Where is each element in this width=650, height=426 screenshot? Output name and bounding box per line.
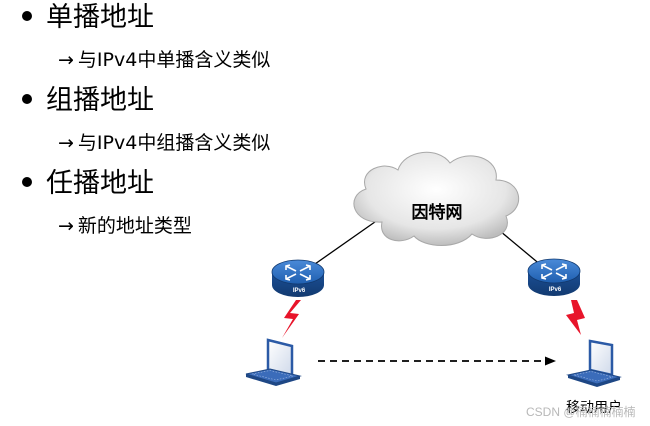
bullet-title: 单播地址 — [46, 2, 154, 33]
movement-arrowhead-icon — [545, 356, 556, 366]
arrow-icon: → — [58, 215, 74, 237]
bullet-title: 组播地址 — [46, 85, 154, 116]
bullet-multicast: 组播地址 — [22, 85, 154, 117]
laptop-left-icon — [245, 338, 302, 386]
wireless-link-right-icon — [566, 300, 585, 335]
link-left — [304, 216, 383, 272]
watermark: CSDN @楠楠楠楠楠 — [526, 405, 636, 419]
sub-multicast: →与IPv4中组播含义类似 — [58, 131, 270, 155]
bullet-title: 任播地址 — [46, 168, 154, 199]
bullet-dot — [22, 10, 32, 21]
bullet-dot — [22, 93, 32, 104]
sub-text: 新的地址类型 — [77, 215, 192, 237]
mobile-user-label: 移动用户 — [566, 399, 622, 415]
sub-anycast: →新的地址类型 — [58, 214, 192, 238]
internet-cloud-icon — [353, 151, 520, 246]
bullet-dot — [22, 176, 32, 187]
sub-text: 与IPv4中组播含义类似 — [77, 132, 271, 154]
laptop-right-icon — [566, 339, 622, 387]
router-right-label: IPv6 — [549, 287, 562, 293]
arrow-icon: → — [58, 49, 74, 71]
router-right-icon — [527, 258, 581, 296]
cloud-label: 因特网 — [412, 202, 463, 222]
bullet-anycast: 任播地址 — [22, 168, 154, 200]
wireless-link-left-icon — [282, 300, 301, 338]
router-left-icon — [271, 259, 325, 297]
sub-text: 与IPv4中单播含义类似 — [77, 49, 271, 71]
bullet-unicast: 单播地址 — [22, 2, 154, 34]
sub-unicast: →与IPv4中单播含义类似 — [58, 48, 270, 72]
router-left-label: IPv6 — [293, 288, 306, 294]
arrow-icon: → — [58, 132, 74, 154]
